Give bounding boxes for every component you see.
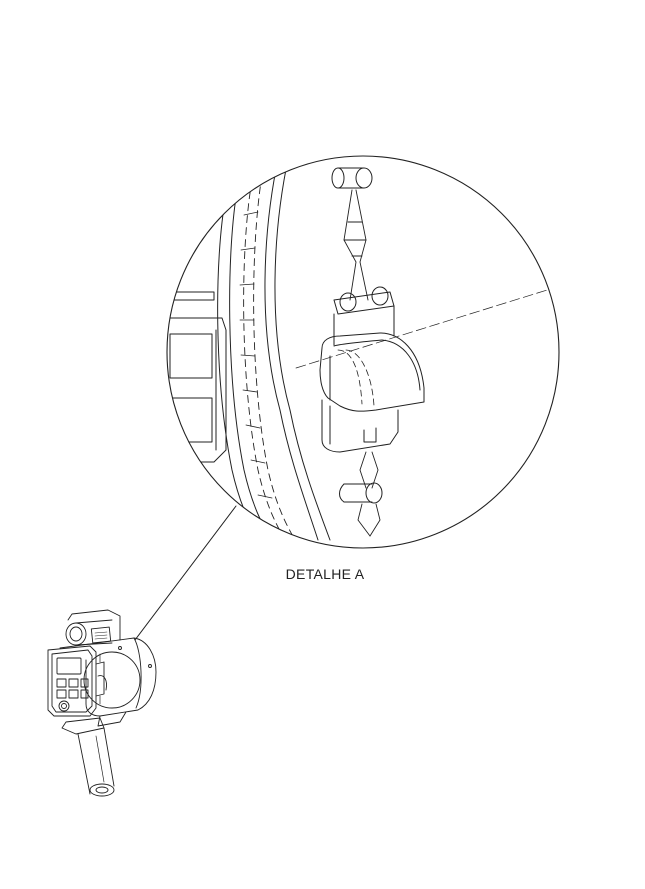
device-body (60, 638, 156, 716)
side-clip (96, 654, 107, 704)
display-screen (57, 658, 81, 674)
button-upper (170, 334, 212, 378)
spring-lower (358, 452, 380, 536)
detail-label: DETALHE A (285, 566, 365, 582)
body-circle (84, 652, 140, 708)
power-knob (59, 701, 69, 711)
detail-circle (167, 156, 559, 548)
handle (78, 728, 114, 796)
label-plate (91, 627, 110, 643)
device-drawing (48, 610, 156, 796)
top-knob (332, 168, 372, 188)
detail-view (160, 150, 560, 548)
keypad (57, 679, 88, 698)
sight-tube (66, 610, 120, 645)
clip-mechanism (320, 287, 424, 452)
rail-ticks (240, 212, 272, 498)
housing-edge (160, 150, 330, 545)
front-panel (48, 646, 96, 716)
spring-upper (344, 190, 368, 300)
bottom-knob (340, 483, 383, 503)
button-lower (170, 398, 212, 442)
leader-line (135, 506, 236, 640)
section-line (296, 286, 560, 368)
